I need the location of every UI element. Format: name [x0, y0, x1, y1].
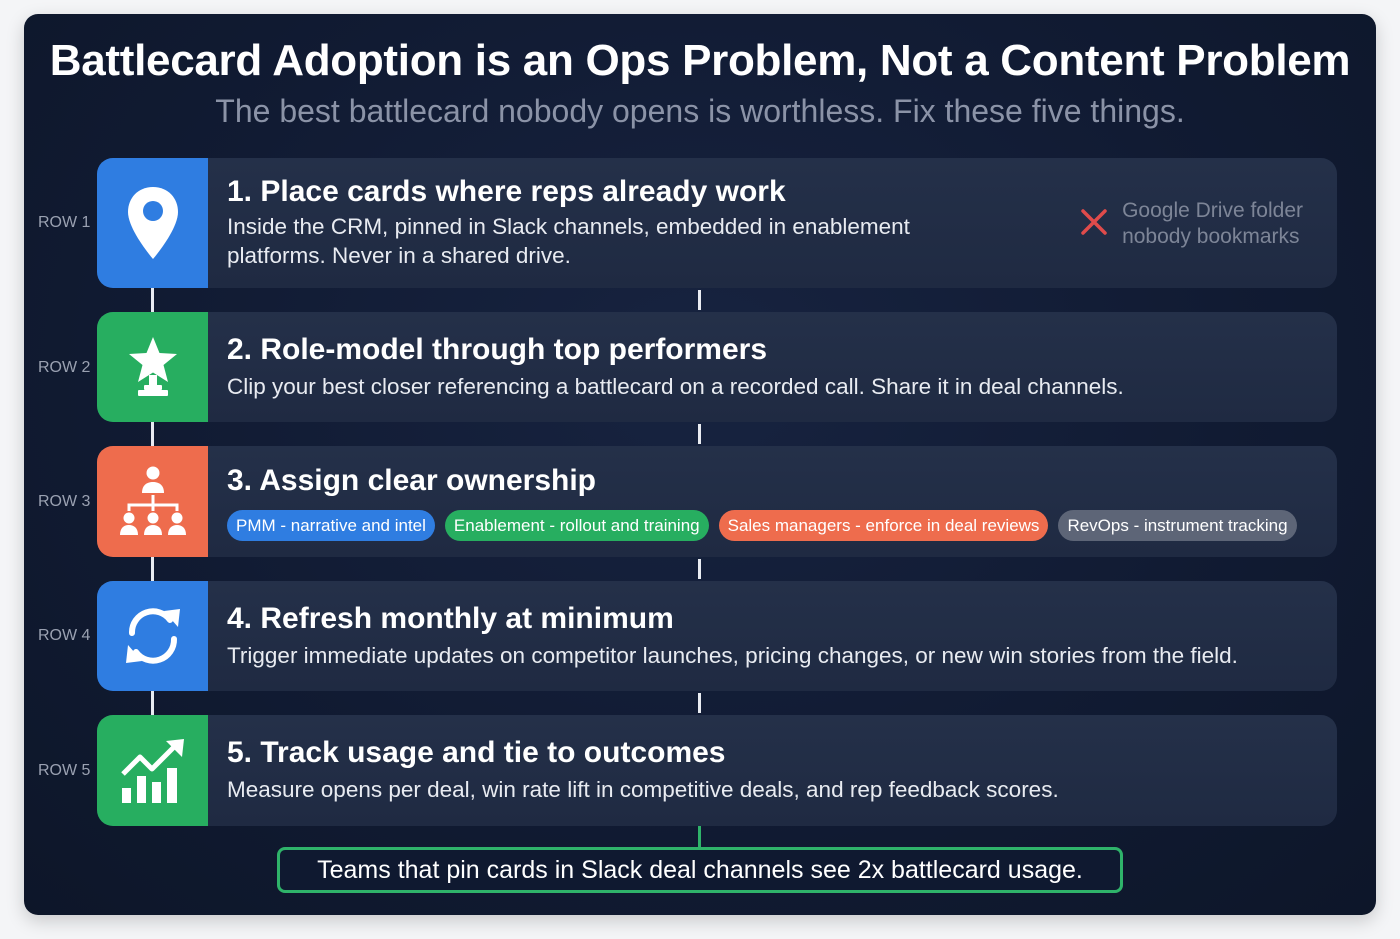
step-description: Inside the CRM, pinned in Slack channels… — [227, 214, 910, 268]
connector-line — [151, 691, 154, 715]
refresh-icon — [120, 603, 186, 669]
step-content: 3. Assign clear ownership PMM - narrativ… — [227, 463, 1317, 541]
anti-pattern-line-1: Google Drive folder — [1122, 199, 1303, 222]
owner-pill-enablement: Enablement - rollout and training — [444, 510, 709, 541]
connector-line — [151, 557, 154, 581]
connector-line — [151, 288, 154, 312]
page-subtitle: The best battlecard nobody opens is wort… — [215, 93, 1185, 129]
icon-tile — [97, 581, 208, 691]
step-title: 2. Role-model through top performers — [227, 333, 768, 366]
map-pin-icon — [126, 185, 180, 261]
step-card-1: 1. Place cards where reps already work I… — [97, 158, 1337, 288]
step-title: 3. Assign clear ownership — [227, 464, 597, 497]
row-label: ROW 5 — [38, 762, 91, 779]
icon-tile — [97, 312, 208, 422]
row-label: ROW 4 — [38, 627, 91, 644]
icon-tile — [97, 158, 208, 288]
icon-tile — [97, 446, 208, 557]
step-description: Measure opens per deal, win rate lift in… — [227, 777, 1059, 802]
owner-pill-sales-managers: Sales managers - enforce in deal reviews — [718, 510, 1049, 541]
step-content: 2. Role-model through top performers Cli… — [227, 332, 1317, 401]
step-card-4: 4. Refresh monthly at minimum Trigger im… — [97, 581, 1337, 691]
owner-pill-revops: RevOps - instrument tracking — [1058, 510, 1297, 541]
row-label: ROW 2 — [38, 359, 91, 376]
star-trophy-icon — [125, 335, 181, 399]
x-icon — [1080, 208, 1108, 241]
org-chart-icon — [115, 465, 191, 539]
step-content: 5. Track usage and tie to outcomes Measu… — [227, 735, 1317, 804]
step-title: 1. Place cards where reps already work — [227, 175, 786, 208]
step-card-3: 3. Assign clear ownership PMM - narrativ… — [97, 446, 1337, 557]
step-title: 5. Track usage and tie to outcomes — [227, 736, 726, 769]
step-card-5: 5. Track usage and tie to outcomes Measu… — [97, 715, 1337, 826]
connector-line — [698, 290, 701, 310]
anti-pattern: Google Drive folder nobody bookmarks — [1080, 198, 1303, 250]
connector-line — [698, 559, 701, 579]
icon-tile — [97, 715, 208, 826]
owner-pill-pmm: PMM - narrative and intel — [227, 510, 435, 541]
owner-pills: PMM - narrative and intel Enablement - r… — [227, 510, 1317, 541]
callout-connector — [698, 826, 701, 847]
anti-pattern-line-2: nobody bookmarks — [1122, 225, 1300, 248]
step-description: Clip your best closer referencing a batt… — [227, 374, 1124, 399]
stat-callout: Teams that pin cards in Slack deal chann… — [277, 847, 1123, 893]
connector-line — [151, 422, 154, 446]
step-content: 1. Place cards where reps already work I… — [227, 174, 957, 270]
chart-growth-icon — [120, 738, 186, 804]
step-content: 4. Refresh monthly at minimum Trigger im… — [227, 601, 1317, 670]
connector-line — [698, 693, 701, 713]
step-description: Trigger immediate updates on competitor … — [227, 643, 1238, 668]
row-label: ROW 3 — [38, 493, 91, 510]
step-title: 4. Refresh monthly at minimum — [227, 602, 674, 635]
page-title: Battlecard Adoption is an Ops Problem, N… — [49, 36, 1351, 85]
connector-line — [698, 424, 701, 444]
step-card-2: 2. Role-model through top performers Cli… — [97, 312, 1337, 422]
row-label: ROW 1 — [38, 214, 91, 231]
